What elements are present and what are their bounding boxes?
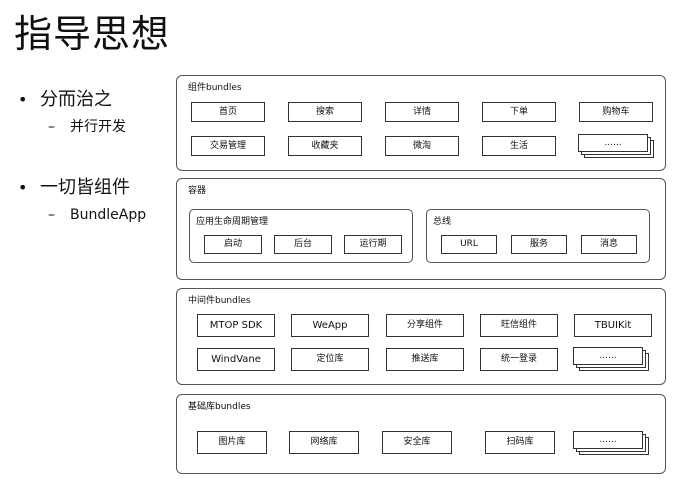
- module-location: 定位库: [291, 348, 369, 371]
- layer-middleware-title: 中间件bundles: [188, 296, 251, 306]
- module-url: URL: [441, 235, 497, 254]
- group-lifecycle: 应用生命周期管理 启动 后台 运行期: [189, 209, 413, 263]
- layer-container-title: 容器: [188, 186, 207, 196]
- module-more-stack: ......: [578, 134, 654, 158]
- sub-bullet-1: – 并行开发: [48, 118, 126, 136]
- module-message: 消息: [581, 235, 637, 254]
- module-launch: 启动: [204, 235, 262, 254]
- sub-dash: –: [48, 207, 55, 223]
- module-wangxin: 旺信组件: [480, 314, 558, 337]
- module-home: 首页: [191, 102, 265, 122]
- layer-base-title: 基础库bundles: [188, 402, 251, 412]
- sub-bullet-2-text: BundleApp: [70, 207, 147, 223]
- module-life: 生活: [482, 136, 556, 156]
- layer-bundles-title: 组件bundles: [188, 83, 242, 93]
- slide-title: 指导思想: [14, 12, 171, 56]
- module-tbuikit: TBUIKit: [574, 314, 652, 337]
- module-runtime: 运行期: [344, 235, 402, 254]
- module-share: 分享组件: [386, 314, 464, 337]
- module-weapp: WeApp: [291, 314, 369, 337]
- module-scan: 扫码库: [485, 431, 555, 454]
- module-windvane: WindVane: [197, 348, 275, 371]
- layer-middleware: 中间件bundles MTOP SDK WeApp 分享组件 旺信组件 TBUI…: [176, 288, 666, 385]
- module-background: 后台: [274, 235, 332, 254]
- module-service: 服务: [511, 235, 567, 254]
- module-security: 安全库: [382, 431, 452, 454]
- module-more-stack: ......: [573, 431, 649, 455]
- group-bus: 总线 URL 服务 消息: [426, 209, 650, 263]
- module-search: 搜索: [288, 102, 362, 122]
- stack-front: ......: [573, 347, 643, 365]
- module-detail: 详情: [385, 102, 459, 122]
- bullet-2: • 一切皆组件: [18, 177, 130, 199]
- layer-base: 基础库bundles 图片库 网络库 安全库 扫码库 ......: [176, 394, 666, 474]
- group-lifecycle-title: 应用生命周期管理: [196, 217, 269, 227]
- module-mtop-sdk: MTOP SDK: [197, 314, 275, 337]
- layer-container: 容器 应用生命周期管理 启动 后台 运行期 总线 URL 服务 消息: [176, 178, 666, 280]
- module-unified-login: 统一登录: [480, 348, 558, 371]
- bullet-1: • 分而治之: [18, 89, 112, 111]
- group-bus-title: 总线: [433, 217, 452, 227]
- module-favorites: 收藏夹: [288, 136, 362, 156]
- module-network: 网络库: [289, 431, 359, 454]
- bullet-2-text: 一切皆组件: [40, 177, 130, 198]
- stack-front: ......: [573, 431, 643, 449]
- module-weitao: 微淘: [385, 136, 459, 156]
- bullet-dot: •: [18, 90, 28, 109]
- module-trade-manage: 交易管理: [191, 136, 265, 156]
- sub-bullet-1-text: 并行开发: [70, 119, 126, 135]
- module-cart: 购物车: [579, 102, 653, 122]
- bullet-1-text: 分而治之: [40, 89, 112, 110]
- sub-dash: –: [48, 119, 55, 135]
- module-order: 下单: [482, 102, 556, 122]
- module-push: 推送库: [386, 348, 464, 371]
- bullet-dot: •: [18, 178, 28, 197]
- layer-bundles: 组件bundles 首页 搜索 详情 下单 购物车 交易管理 收藏夹 微淘 生活…: [176, 75, 666, 171]
- sub-bullet-2: – BundleApp: [48, 206, 147, 224]
- module-image: 图片库: [197, 431, 267, 454]
- stack-front: ......: [578, 134, 648, 152]
- module-more-stack: ......: [573, 347, 649, 371]
